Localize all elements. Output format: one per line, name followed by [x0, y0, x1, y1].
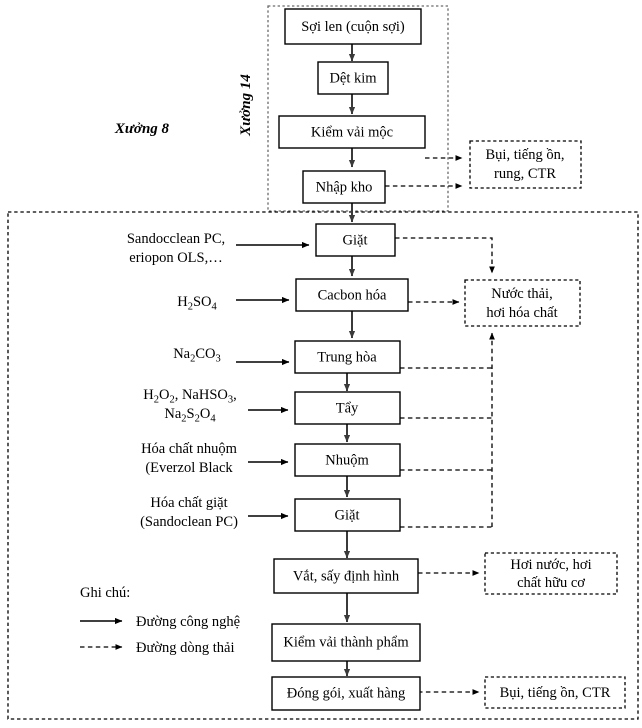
input-formula-line1: H2O2, NaHSO3, [143, 387, 237, 406]
process-label: Nhuộm [325, 452, 369, 468]
input-label-sandocclean: Sandocclean PC, eriopon OLS,… [127, 231, 225, 266]
input-line1: Hóa chất giặt [150, 495, 227, 511]
output-label-line2: rung, CTR [494, 166, 556, 182]
input-formula-line2: Na2S2O4 [164, 406, 216, 425]
process-label: Vắt, sấy định hình [293, 568, 400, 584]
input-line1: Sandocclean PC, [127, 231, 225, 247]
process-label: Nhập kho [316, 179, 373, 195]
input-formula: H2SO4 [177, 294, 217, 313]
process-box-soi-len[interactable]: Sợi len (cuộn sợi) [284, 8, 422, 45]
legend-item-solid: Đường công nghệ [80, 614, 240, 630]
input-arrows [236, 241, 310, 520]
input-label-tay-chemicals: H2O2, NaHSO3, Na2S2O4 [143, 387, 237, 425]
process-label: Tẩy [336, 400, 359, 416]
zone-xuong14-box [267, 5, 449, 212]
output-box-bui-rung[interactable]: Bụi, tiếng ồn, rung, CTR [469, 140, 582, 189]
process-box-dong-goi[interactable]: Đóng gói, xuất hàng [271, 676, 421, 711]
input-label-hoa-chat-nhuom: Hóa chất nhuộm (Everzol Black [141, 441, 238, 476]
input-label-na2co3: Na2CO3 [173, 346, 221, 365]
legend-label: Đường công nghệ [136, 614, 240, 630]
legend-label: Đường dòng thải [136, 640, 235, 656]
output-box-hoi-nuoc[interactable]: Hơi nước, hơi chất hữu cơ [484, 552, 618, 595]
zone-xuong8-label: Xưởng 8 [114, 121, 170, 137]
process-box-tay[interactable]: Tẩy [294, 391, 401, 425]
process-label: Trung hòa [317, 349, 377, 365]
output-label-line1: Nước thải, [491, 286, 552, 302]
zone-xuong14-label: Xưởng 14 [238, 74, 254, 137]
input-line1: Hóa chất nhuộm [141, 441, 238, 457]
output-label-line1: Bụi, tiếng ồn, [486, 147, 565, 163]
process-box-nhuom[interactable]: Nhuộm [294, 443, 401, 477]
input-line2: eriopon OLS,… [129, 250, 222, 266]
waste-flow-connectors [385, 155, 495, 695]
process-box-cacbon-hoa[interactable]: Cacbon hóa [295, 278, 409, 312]
output-box-bui-ctr[interactable]: Bụi, tiếng ồn, CTR [484, 676, 626, 709]
process-label: Dệt kim [329, 70, 377, 86]
process-box-kiem-vai-moc[interactable]: Kiểm vải mộc [278, 115, 426, 149]
output-label-line1: Bụi, tiếng ồn, CTR [500, 685, 611, 701]
output-label-line2: chất hữu cơ [517, 575, 585, 591]
process-box-kiem-vai-thanh-pham[interactable]: Kiểm vải thành phẩm [271, 623, 421, 662]
output-box-nuoc-thai[interactable]: Nước thải, hơi hóa chất [464, 279, 581, 327]
input-line2: (Everzol Black [145, 460, 233, 476]
tech-flow-connectors [343, 44, 356, 677]
input-line2: (Sandoclean PC) [140, 514, 238, 530]
legend: Ghi chú: Đường công nghệ Đường dòng thải [80, 585, 240, 656]
process-box-vat-say[interactable]: Vắt, sấy định hình [273, 558, 419, 594]
process-label: Kiểm vải thành phẩm [283, 634, 409, 650]
process-box-giat-2[interactable]: Giặt [294, 498, 401, 532]
legend-item-dashed: Đường dòng thải [80, 640, 235, 656]
process-box-nhap-kho[interactable]: Nhập kho [302, 170, 386, 204]
process-label: Kiểm vải mộc [311, 124, 393, 140]
process-label: Sợi len (cuộn sợi) [301, 19, 405, 35]
process-label: Giặt [343, 232, 368, 248]
input-label-hoa-chat-giat: Hóa chất giặt (Sandoclean PC) [140, 495, 238, 530]
process-label: Đóng gói, xuất hàng [287, 685, 405, 701]
output-label-line1: Hơi nước, hơi [510, 557, 591, 573]
process-box-giat-1[interactable]: Giặt [315, 223, 396, 257]
input-label-h2so4: H2SO4 [177, 294, 217, 313]
legend-title: Ghi chú: [80, 585, 130, 601]
output-label-line2: hơi hóa chất [486, 305, 557, 321]
process-label: Giặt [335, 507, 360, 523]
zone-xuong8-box [7, 211, 639, 720]
input-formula: Na2CO3 [173, 346, 221, 365]
process-box-trung-hoa[interactable]: Trung hòa [294, 340, 401, 374]
process-label: Cacbon hóa [318, 287, 387, 303]
process-box-det-kim[interactable]: Dệt kim [317, 61, 389, 95]
